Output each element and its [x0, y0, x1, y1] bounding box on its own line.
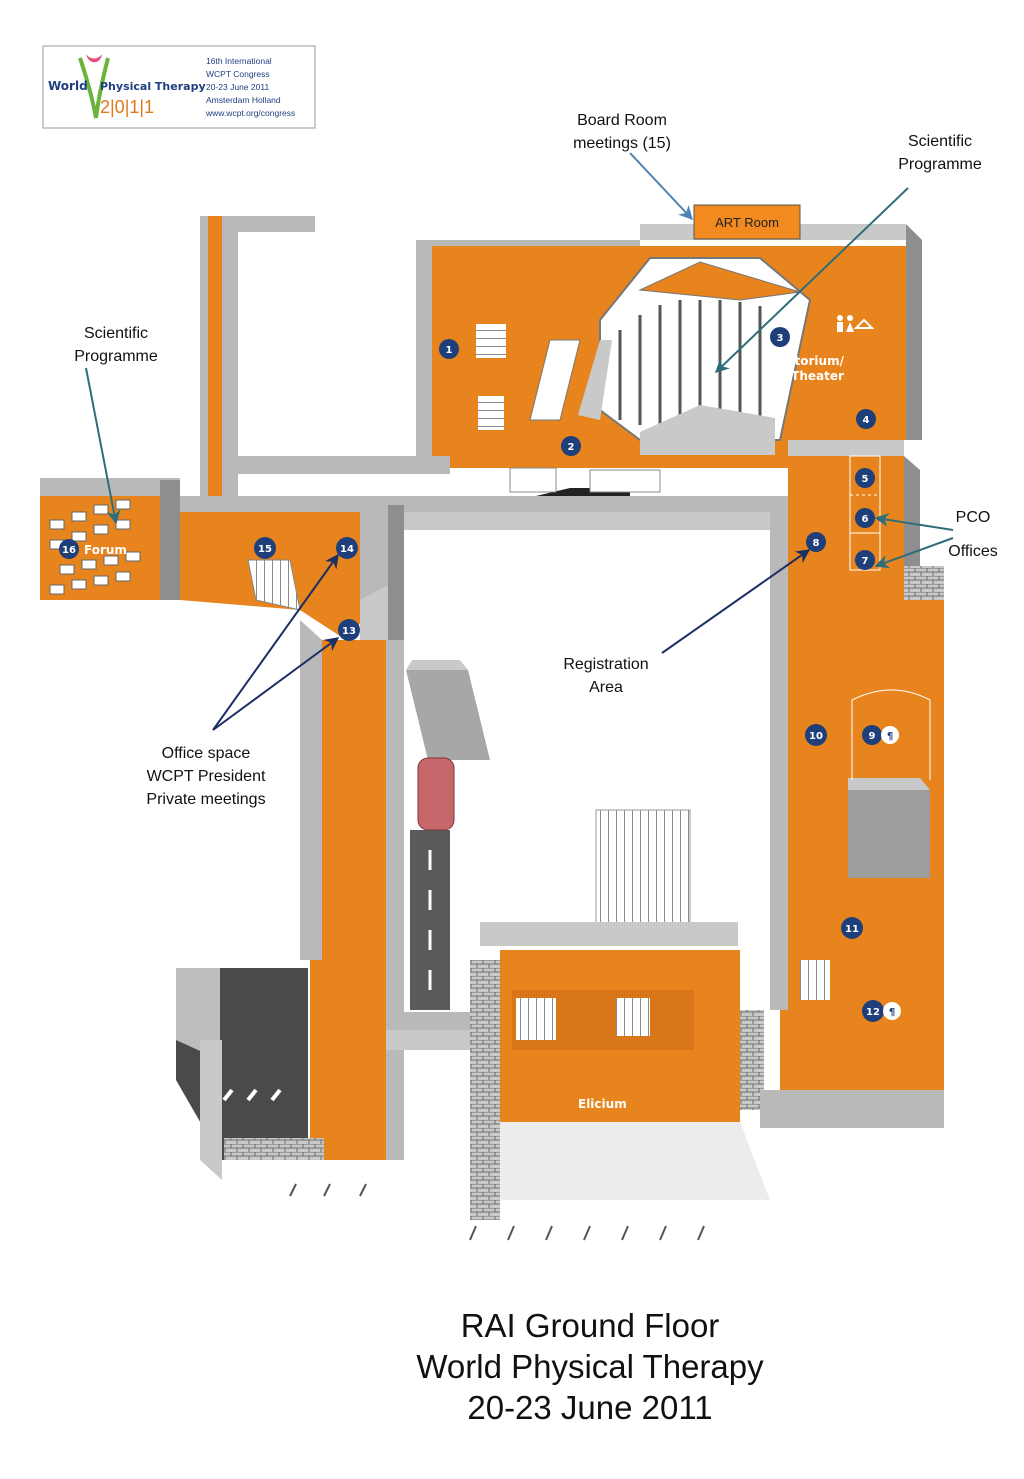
marker-2[interactable]: 2: [561, 436, 581, 456]
logo-line-3: 20-23 June 2011: [206, 82, 269, 92]
art-room-label: ART Room: [715, 215, 779, 230]
svg-text:3: 3: [777, 333, 784, 344]
elicium-room: Elicium: [470, 809, 770, 1220]
arrow-pco-7: [874, 537, 954, 569]
marker-13[interactable]: 13: [338, 619, 360, 641]
arrow-sci-prog-left: [85, 367, 121, 525]
arrow-board-room: [629, 152, 693, 221]
svg-text:7: 7: [862, 556, 869, 567]
logo-year: 2|0|1|1: [100, 97, 154, 117]
hall-right: [786, 440, 944, 1090]
stairs-upper-left: [476, 324, 506, 358]
parking-area: [176, 968, 324, 1180]
title-line-3: 20-23 June 2011: [467, 1389, 713, 1426]
svg-text:6: 6: [862, 514, 869, 525]
arrow-office-14: [212, 553, 339, 731]
svg-text:¶: ¶: [889, 1007, 895, 1018]
svg-text:10: 10: [809, 731, 823, 742]
building-plan: Forum: [40, 216, 944, 1241]
svg-text:¶: ¶: [887, 731, 893, 742]
svg-text:5: 5: [862, 474, 869, 485]
marker-16[interactable]: 16: [59, 539, 79, 559]
room-label-auditorium-1: Auditorium/: [764, 354, 845, 368]
art-room-box[interactable]: [693, 204, 801, 240]
label-offices: Offices: [948, 543, 998, 560]
room-label-forum: Forum: [84, 543, 127, 557]
label-board-room-2: meetings (15): [573, 135, 671, 152]
corridor-horizontal: [180, 496, 788, 580]
logo-line-2: WCPT Congress: [206, 69, 270, 79]
title-line-2: World Physical Therapy: [416, 1348, 764, 1385]
room-label-auditorium-2: RAI Theater: [764, 369, 844, 383]
svg-text:12: 12: [866, 1007, 880, 1018]
marker-9[interactable]: 9¶: [862, 725, 899, 745]
svg-text:1: 1: [446, 345, 453, 356]
arrow-sci-prog-right: [714, 187, 909, 373]
corridor-left-vertical: [310, 640, 386, 1160]
marker-11[interactable]: 11: [841, 917, 863, 939]
label-sci-prog-right-1: Scientific: [908, 133, 972, 150]
svg-text:4: 4: [863, 415, 870, 426]
cafe-icon: [881, 726, 899, 744]
arrow-office-13: [212, 637, 340, 731]
svg-text:14: 14: [340, 544, 354, 555]
label-sci-prog-right-2: Programme: [898, 156, 982, 173]
label-office-space-2: WCPT President: [147, 768, 266, 785]
label-office-space-3: Private meetings: [146, 791, 265, 808]
marker-4[interactable]: 4: [856, 409, 876, 429]
logo-line-4: Amsterdam Holland: [206, 95, 281, 105]
marker-12[interactable]: 12 ¶: [862, 1000, 901, 1022]
marker-8[interactable]: 8: [806, 532, 826, 552]
marker-1[interactable]: 1: [439, 339, 459, 359]
annotation-arrows: [85, 152, 954, 731]
svg-text:2: 2: [568, 442, 575, 453]
forum-room: Forum: [40, 478, 180, 600]
marker-3[interactable]: 3: [770, 327, 790, 347]
label-registration-1: Registration: [563, 656, 648, 673]
road: [404, 640, 490, 1020]
logo-world: World: [48, 79, 88, 93]
restaurant-icon: [883, 1002, 901, 1020]
label-sci-prog-left-2: Programme: [74, 348, 158, 365]
arrow-registration: [661, 549, 811, 654]
label-board-room-1: Board Room: [577, 112, 667, 129]
label-office-space-1: Office space: [162, 745, 251, 762]
svg-text:16: 16: [62, 545, 76, 556]
svg-text:15: 15: [258, 544, 272, 555]
marker-14[interactable]: 14: [336, 537, 358, 559]
label-sci-prog-left-1: Scientific: [84, 325, 148, 342]
car-icon: [417, 757, 455, 831]
marker-7[interactable]: 7: [855, 550, 875, 570]
label-registration-2: Area: [589, 679, 623, 696]
marker-6[interactable]: 6: [855, 508, 875, 528]
room-label-elicium: Elicium: [578, 1097, 627, 1111]
restroom-icon: [837, 315, 854, 332]
column-grey: [848, 790, 930, 878]
logo-line-1: 16th International: [206, 56, 272, 66]
label-pco: PCO: [956, 509, 991, 526]
title-line-1: RAI Ground Floor: [460, 1307, 720, 1344]
marker-5[interactable]: 5: [855, 468, 875, 488]
svg-text:11: 11: [845, 924, 859, 935]
logo-line-5: www.wcpt.org/congress: [205, 108, 295, 118]
marker-10[interactable]: 10: [805, 724, 827, 746]
logo-physical-therapy: Physical Therapy: [100, 80, 206, 93]
arrow-pco-6: [874, 513, 954, 531]
page-title: RAI Ground Floor World Physical Therapy …: [380, 1305, 800, 1428]
congress-logo: World Physical Therapy 2|0|1|1 16th Inte…: [42, 45, 316, 129]
cloakroom-icon: [853, 318, 875, 329]
auditorium-seating: [599, 257, 812, 455]
svg-text:8: 8: [813, 538, 820, 549]
room-markers: 1 2 3 4 5 6 7 8 9¶ 10 11 12¶ 13 14 15 16: [59, 327, 901, 1022]
svg-text:9: 9: [869, 731, 876, 742]
marker-15[interactable]: 15: [254, 537, 276, 559]
svg-text:13: 13: [342, 626, 356, 637]
stairs-near-15: [247, 559, 301, 611]
